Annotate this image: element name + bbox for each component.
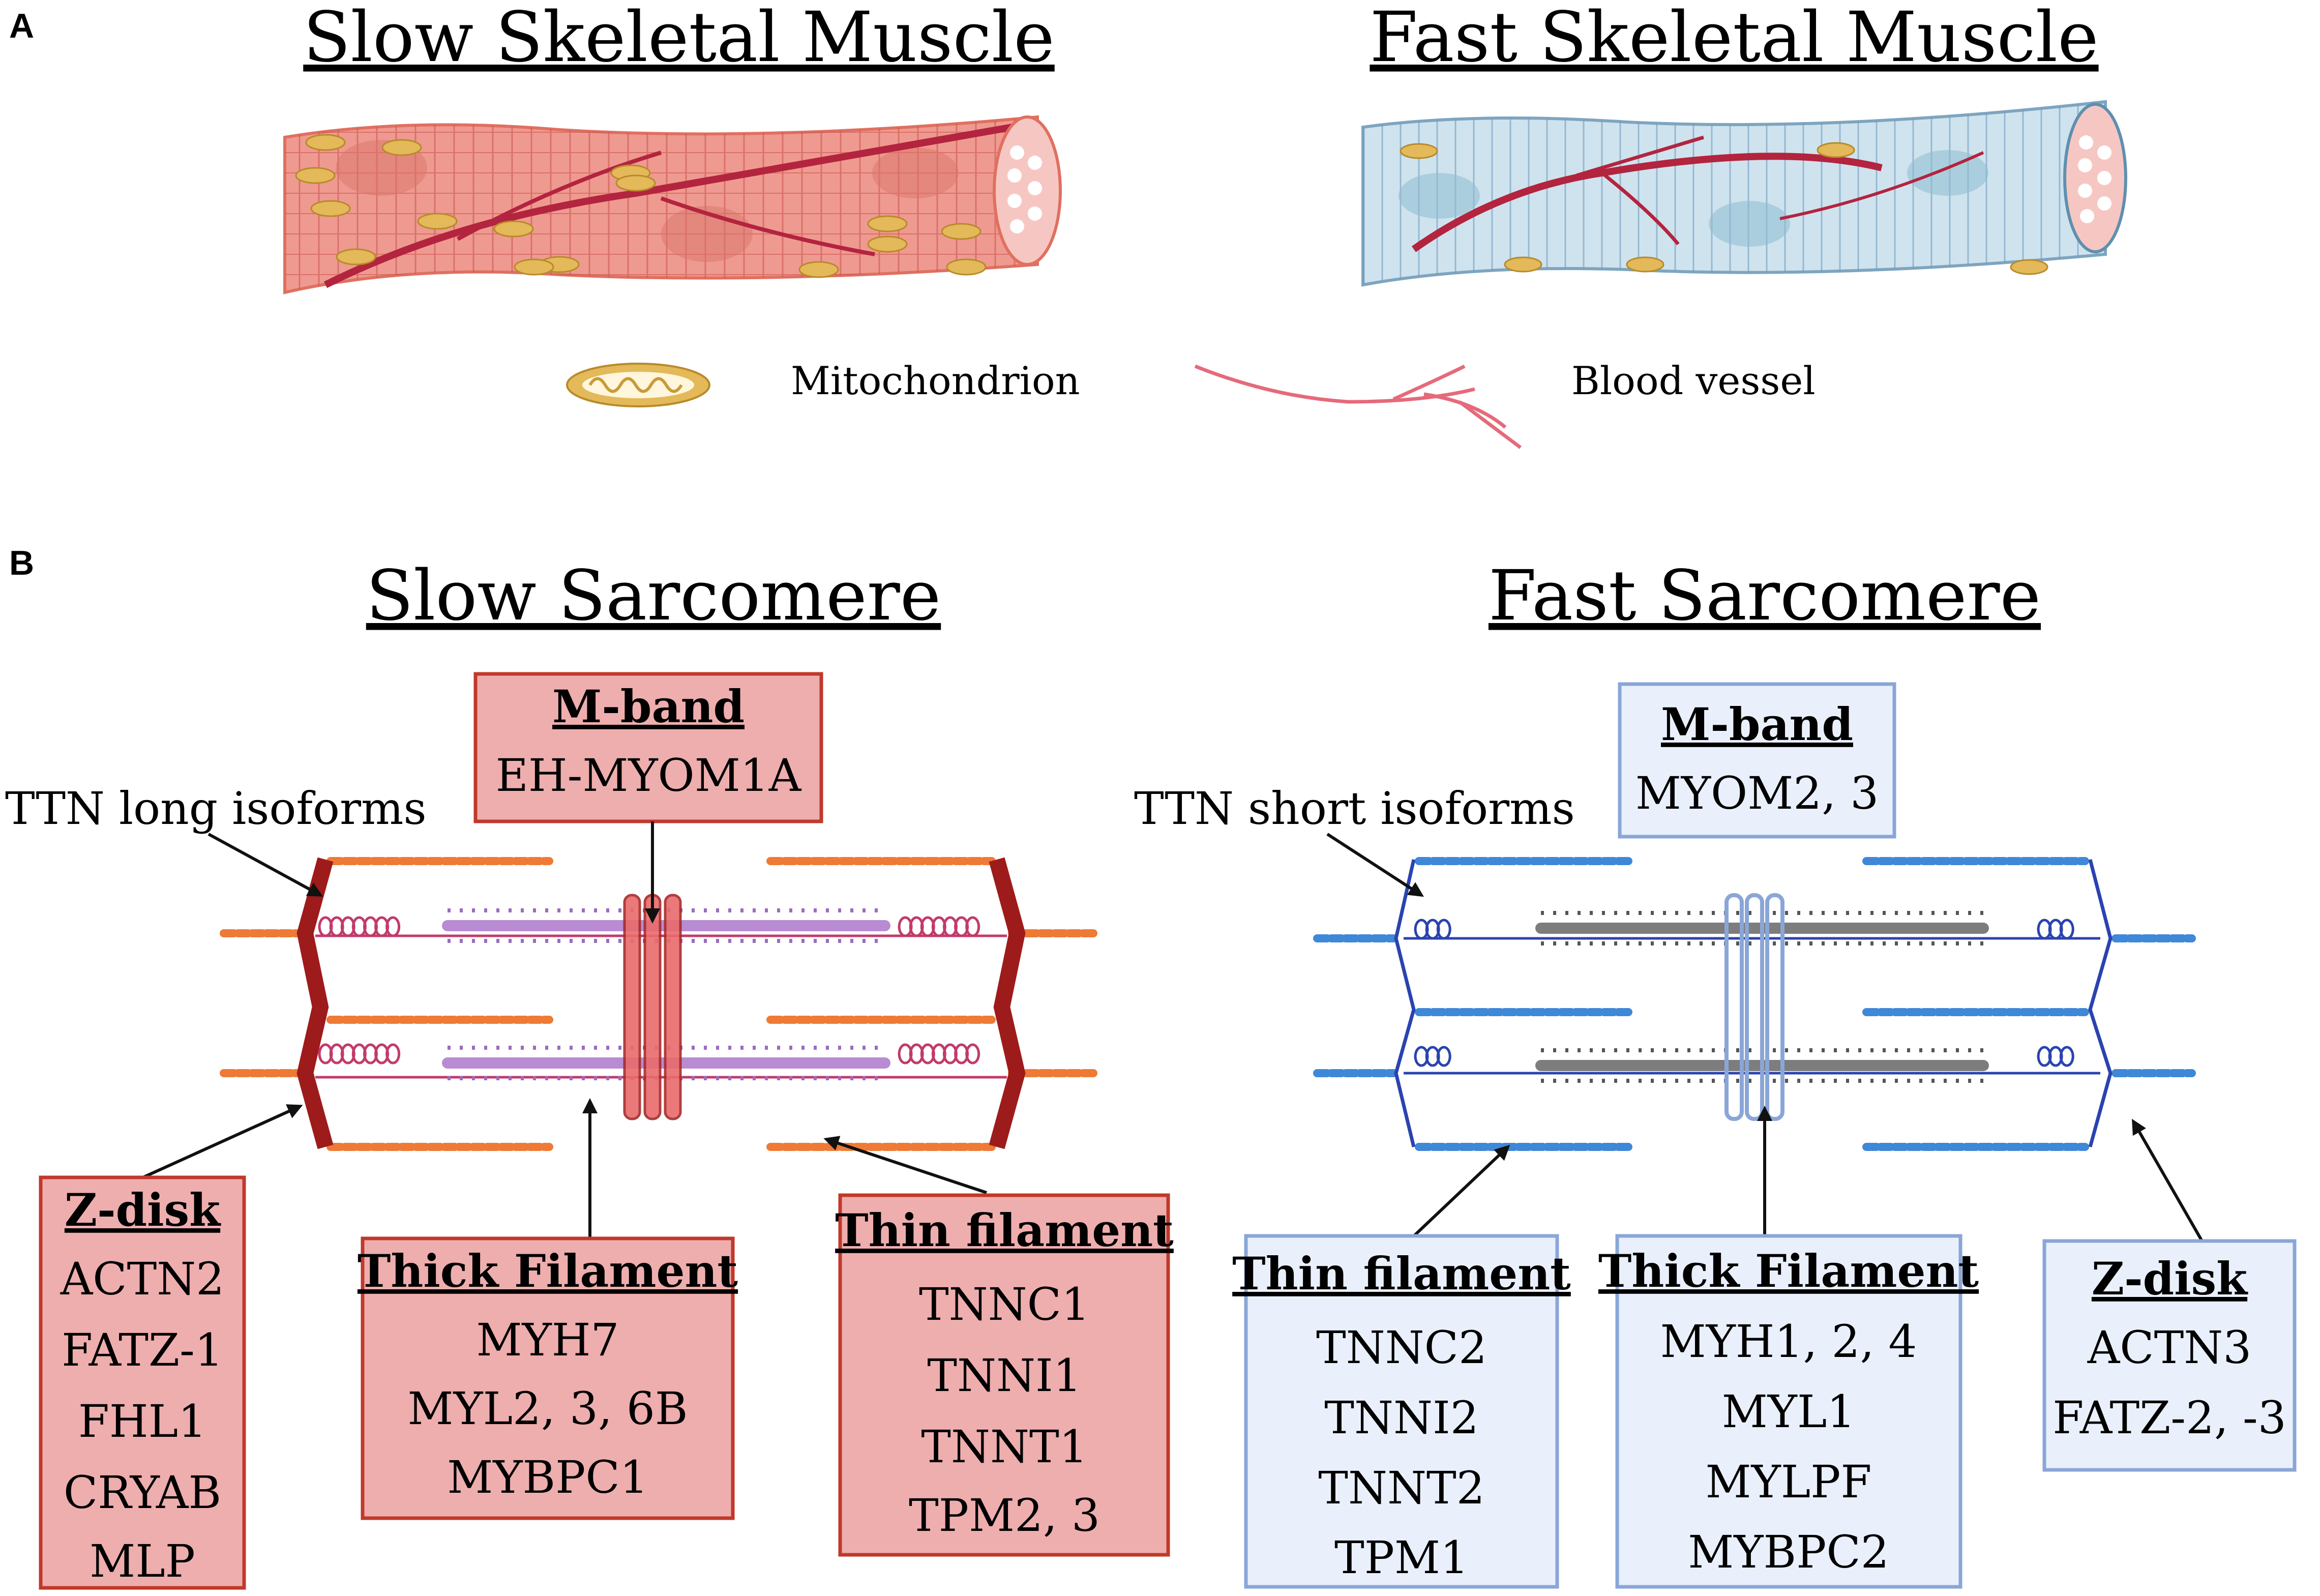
slow-thin-item: TNNT1: [921, 1421, 1087, 1473]
fast-thin-item: TNNT2: [1318, 1462, 1484, 1514]
fast-mband-box: M-band MYOM2, 3: [1618, 682, 1896, 839]
fast-mband-title: M-band: [1661, 698, 1853, 751]
slow-sarcomere-title: Slow Sarcomere: [366, 556, 941, 636]
slow-zdisk-item: ACTN2: [60, 1253, 225, 1305]
slow-sarcomere-diagram: [220, 857, 1097, 1151]
fast-zdisk-item: FATZ-2, -3: [2053, 1392, 2286, 1444]
slow-mband-box: M-band EH-MYOM1A: [473, 672, 823, 823]
fast-thin-item: TNNC2: [1316, 1321, 1487, 1374]
fast-thick-item: MYH1, 2, 4: [1660, 1315, 1917, 1368]
slow-zdisk-title: Z-disk: [65, 1184, 221, 1236]
fast-thick-item: MYLPF: [1706, 1456, 1872, 1508]
slow-thin-item: TNNI1: [927, 1349, 1081, 1402]
slow-mband-item: EH-MYOM1A: [496, 749, 802, 802]
fast-zdisk-item: ACTN3: [2087, 1321, 2252, 1374]
fast-sarcomere-diagram: [1313, 857, 2196, 1151]
slow-thin-title: Thin filament: [835, 1204, 1174, 1257]
mitochondrion-legend-icon: [566, 363, 710, 407]
slow-thick-title: Thick Filament: [358, 1245, 738, 1297]
slow-ttn-label: TTN long isoforms: [5, 782, 427, 835]
fast-thin-item: TNNI2: [1324, 1392, 1478, 1444]
fast-thick-filament-box: Thick Filament MYH1, 2, 4 MYL1 MYLPF MYB…: [1598, 1234, 1979, 1589]
fast-thin-title: Thin filament: [1232, 1247, 1571, 1300]
fast-muscle-fiber: [1361, 100, 2127, 287]
slow-thick-filament-box: Thick Filament MYH7 MYL2, 3, 6B MYBPC1: [358, 1236, 738, 1520]
fast-zdisk-title: Z-disk: [2092, 1252, 2248, 1305]
slow-zdisk-item: MLP: [90, 1535, 195, 1587]
fast-ttn-label: TTN short isoforms: [1134, 782, 1575, 835]
panel-b-letter: B: [9, 544, 34, 582]
slow-zdisk-item: CRYAB: [64, 1466, 221, 1519]
slow-arrows: [136, 821, 987, 1238]
fast-mband-item: MYOM2, 3: [1635, 767, 1879, 819]
fast-arrows: [1326, 833, 2204, 1242]
fast-thick-title: Thick Filament: [1598, 1245, 1979, 1297]
mitochondrion-label: Mitochondrion: [791, 358, 1080, 403]
slow-muscle-fiber: [283, 115, 1062, 294]
blood-vessel-label: Blood vessel: [1571, 358, 1816, 403]
fast-thin-item: TPM1: [1334, 1531, 1469, 1584]
fast-zdisk-box: Z-disk ACTN3 FATZ-2, -3: [2042, 1239, 2297, 1472]
slow-zdisk-box: Z-disk ACTN2 FATZ-1 FHL1 CRYAB MLP: [39, 1175, 246, 1590]
slow-thick-item: MYH7: [477, 1314, 619, 1366]
slow-thick-item: MYL2, 3, 6B: [407, 1382, 688, 1435]
fast-muscle-title: Fast Skeletal Muscle: [1370, 0, 2098, 78]
slow-thin-filament-box: Thin filament TNNC1 TNNI1 TNNT1 TPM2, 3: [835, 1193, 1174, 1557]
slow-thin-item: TNNC1: [919, 1278, 1090, 1331]
blood-vessel-legend-icon: [1194, 364, 1522, 449]
fast-sarcomere-title: Fast Sarcomere: [1489, 556, 2041, 636]
fast-thick-item: MYL1: [1722, 1385, 1856, 1438]
slow-thick-item: MYBPC1: [447, 1451, 648, 1503]
fast-thin-filament-box: Thin filament TNNC2 TNNI2 TNNT2 TPM1: [1232, 1234, 1571, 1589]
fast-thick-item: MYBPC2: [1688, 1526, 1889, 1578]
slow-thin-item: TPM2, 3: [909, 1489, 1100, 1542]
slow-muscle-title: Slow Skeletal Muscle: [303, 0, 1054, 78]
slow-zdisk-item: FATZ-1: [62, 1324, 223, 1376]
panel-a-letter: A: [9, 7, 34, 45]
slow-zdisk-item: FHL1: [78, 1395, 206, 1447]
slow-mband-title: M-band: [552, 680, 745, 733]
